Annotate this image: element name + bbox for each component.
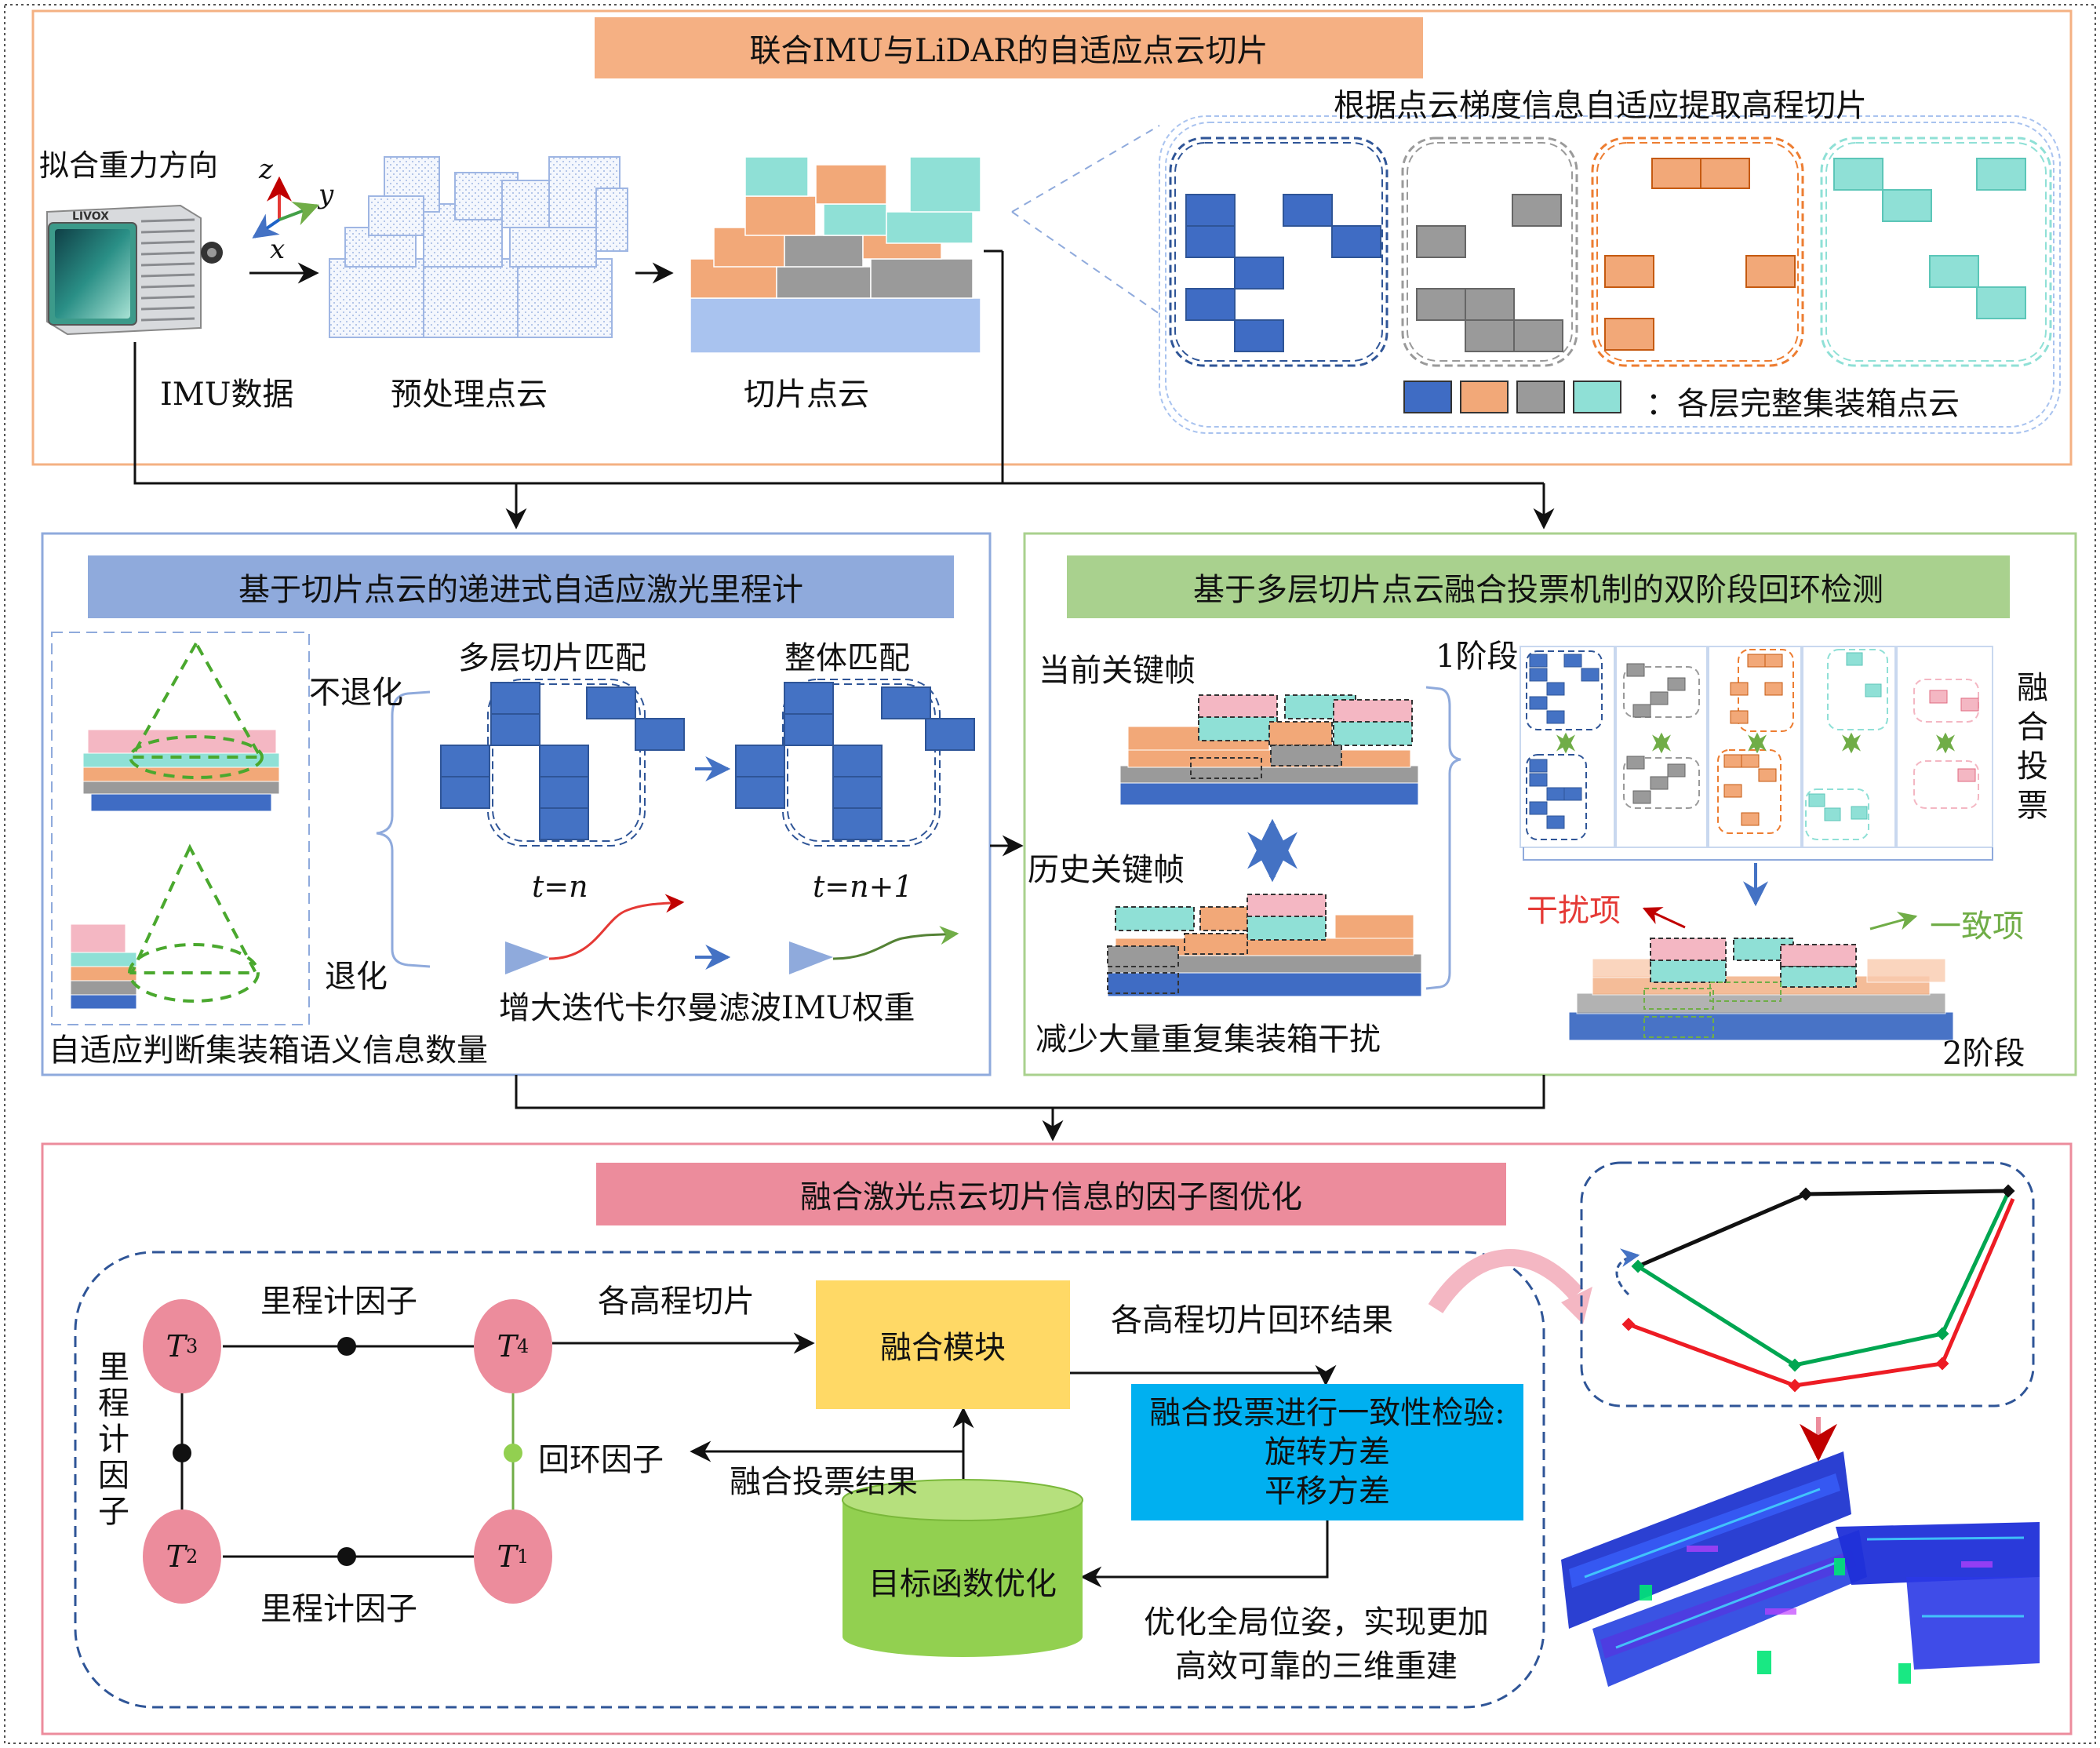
node-t2-label: T [166,1539,187,1574]
interference-label: 干扰项 [1527,893,1621,929]
node-t2-sub: 2 [186,1546,198,1568]
node-t4-sub: 4 [517,1335,530,1357]
right-panel-border [1023,532,2077,1076]
odom-left-char-5: 子 [98,1494,129,1530]
semantic-count-label: 自适应判断集装箱语义信息数量 [49,1032,488,1069]
loop-title: 基于多层切片点云融合投票机制的双阶段回环检测 [1193,572,1883,608]
reconstruction-map [1561,1451,2040,1687]
fusion-vote-vertical: 融 合 投 票 [2014,668,2051,825]
fusion-module-label: 融合模块 [880,1330,1006,1366]
device-brand: LIVOX [72,210,109,223]
fusion-vote-char-4: 票 [2017,788,2048,824]
reduce-interference-label: 减少大量重复集装箱干扰 [1035,1021,1381,1058]
objective-label-wrap: 目标函数优化 [843,1546,1083,1616]
odom-left-char-3: 计 [98,1422,129,1458]
axis-z-label: z [259,154,273,185]
stage1-label: 1阶段 [1436,639,1519,675]
elev-slices-label: 各高程切片 [598,1284,755,1320]
odom-left-char-4: 因 [98,1458,129,1494]
odom-left-char-2: 程 [98,1386,129,1422]
odom-left-char-1: 里 [98,1349,129,1386]
imu-label: IMU数据 [160,377,294,413]
node-t1-label: T [497,1539,518,1574]
gradient-title: 根据点云梯度信息自适应提取高程切片 [1334,88,1867,124]
outer-frame [4,4,2096,1744]
node-t1-sub: 1 [517,1546,530,1568]
consistency-box: 融合投票进行一致性检验: 旋转方差 平移方差 [1131,1384,1523,1520]
objective-cylinder [842,1479,1083,1657]
t-n-label: t=n [532,869,588,904]
node-t4-label: T [497,1329,518,1364]
fusion-vote-char-1: 融 [2017,670,2048,706]
layer-legend [1403,381,1621,413]
axis-y-label: y [318,179,334,210]
node-t3-sub: 3 [186,1335,198,1357]
t-n1-label: t=n+1 [813,869,913,904]
loop-title-banner: 基于多层切片点云融合投票机制的双阶段回环检测 [1067,555,2010,618]
current-keyframe-label: 当前关键帧 [1039,653,1196,689]
optimize-text: 优化全局位姿，实现更加 高效可靠的三维重建 [1112,1601,1520,1688]
fusion-vote-char-2: 合 [2017,709,2048,745]
objective-label: 目标函数优化 [868,1566,1057,1602]
gravity-label: 拟合重力方向 [39,148,219,183]
factor-graph-title: 融合激光点云切片信息的因子图优化 [800,1179,1302,1215]
consistency-title: 融合投票进行一致性检验: [1149,1395,1505,1431]
factor-graph-title-banner: 融合激光点云切片信息的因子图优化 [596,1163,1506,1225]
consistent-label: 一致项 [1930,909,2024,945]
axis-x-label: x [270,234,286,265]
rotation-variance: 旋转方差 [1265,1434,1390,1470]
node-t3-label: T [166,1329,187,1364]
slice-label: 切片点云 [744,377,869,413]
multi-layer-match-label: 多层切片匹配 [458,640,646,676]
top-panel-border [31,9,2073,466]
optimize-text-line1: 优化全局位姿，实现更加 [1144,1604,1489,1641]
odom-factor-top-label: 里程计因子 [260,1284,417,1320]
slice-loop-results-label: 各高程切片回环结果 [1111,1302,1393,1338]
bottom-panel-border [41,1142,2073,1735]
fusion-vote-char-3: 投 [2017,748,2048,785]
non-degenerate-label: 不退化 [309,675,403,711]
odom-factor-bottom-label: 里程计因子 [260,1591,417,1627]
sliced-cloud [690,156,981,354]
imu-weight-label: 增大迭代卡尔曼滤波IMU权重 [499,990,915,1026]
lidar-device [46,204,223,336]
history-keyframe-label: 历史关键帧 [1028,852,1185,888]
whole-match-label: 整体匹配 [784,640,910,676]
fusion-module-box: 融合模块 [816,1280,1070,1409]
layer-legend-label: ：各层完整集装箱点云 [1646,386,1960,422]
odometry-title-banner: 基于切片点云的递进式自适应激光里程计 [88,555,954,618]
top-title-banner: 联合IMU与LiDAR的自适应点云切片 [595,17,1423,78]
top-title: 联合IMU与LiDAR的自适应点云切片 [749,33,1268,69]
vote-result-label: 融合投票结果 [730,1464,918,1500]
loop-factor-label: 回环因子 [538,1442,664,1478]
odom-factor-left-vertical: 里 程 计 因 子 [96,1349,132,1530]
optimize-text-line2: 高效可靠的三维重建 [1175,1648,1458,1684]
preprocess-label: 预处理点云 [391,377,548,413]
preprocessed-cloud [329,156,628,338]
translation-variance: 平移方差 [1265,1473,1390,1509]
stage2-label: 2阶段 [1942,1036,2025,1072]
degenerate-label: 退化 [325,959,388,995]
odometry-title: 基于切片点云的递进式自适应激光里程计 [238,572,803,608]
